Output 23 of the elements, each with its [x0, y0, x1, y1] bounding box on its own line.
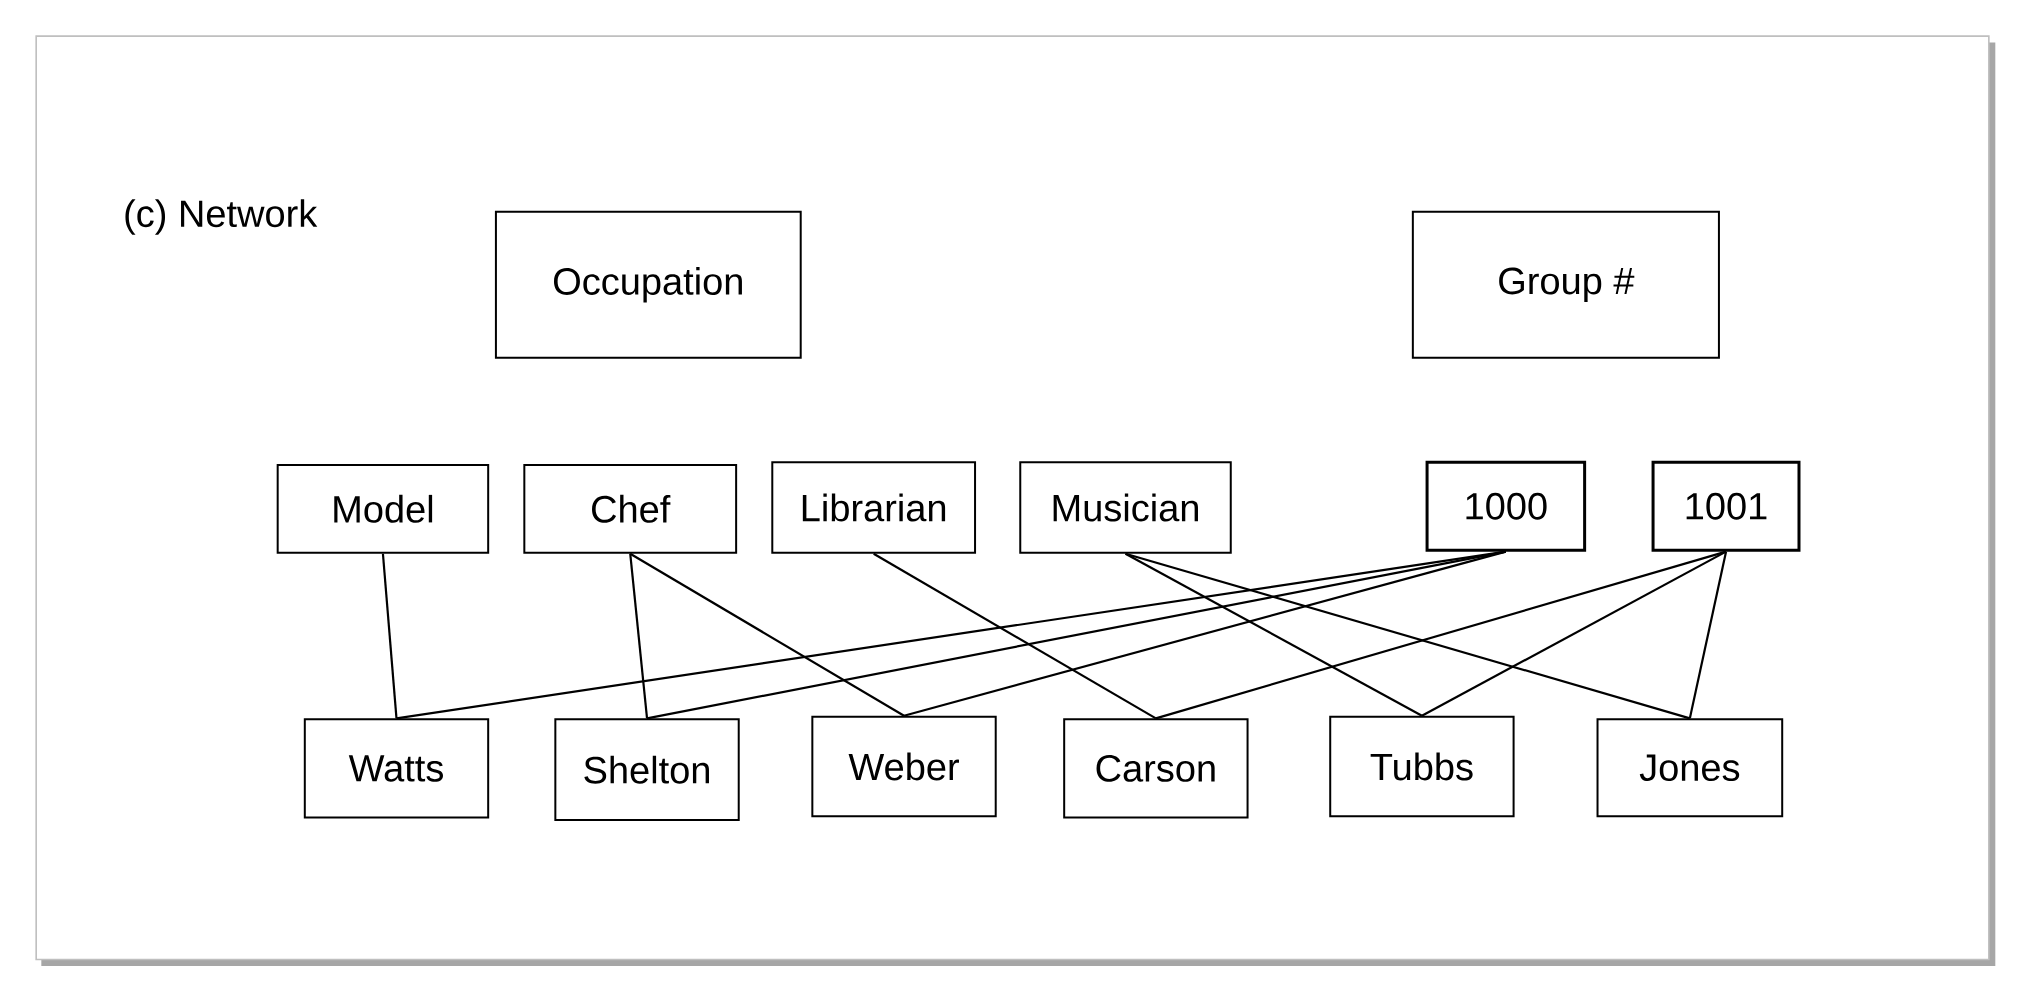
label-box: 1001 [1651, 461, 1801, 552]
connector-line [873, 552, 1157, 720]
label-box: Carson [1063, 718, 1249, 819]
label-box: Model [276, 464, 490, 554]
connector-line [1421, 550, 1727, 717]
label-box: Chef [523, 464, 738, 554]
label-box: Group # [1411, 210, 1720, 359]
connector-line [903, 550, 1507, 717]
label-box: Shelton [554, 718, 740, 822]
label-box: Weber [811, 715, 997, 818]
label-box: Watts [303, 718, 490, 819]
label-box: Tubbs [1329, 715, 1515, 818]
label-box: Librarian [771, 461, 977, 554]
label-box: Occupation [494, 210, 802, 359]
label-box: Musician [1019, 461, 1232, 554]
panel-label: (c) Network [125, 199, 318, 235]
connector-line [1125, 552, 1423, 717]
connector-line [1688, 551, 1728, 719]
label-box: Jones [1596, 718, 1784, 818]
connector-line [381, 553, 398, 719]
connector-line [629, 553, 649, 719]
connector-line [629, 552, 905, 717]
label-box: 1000 [1425, 461, 1587, 552]
